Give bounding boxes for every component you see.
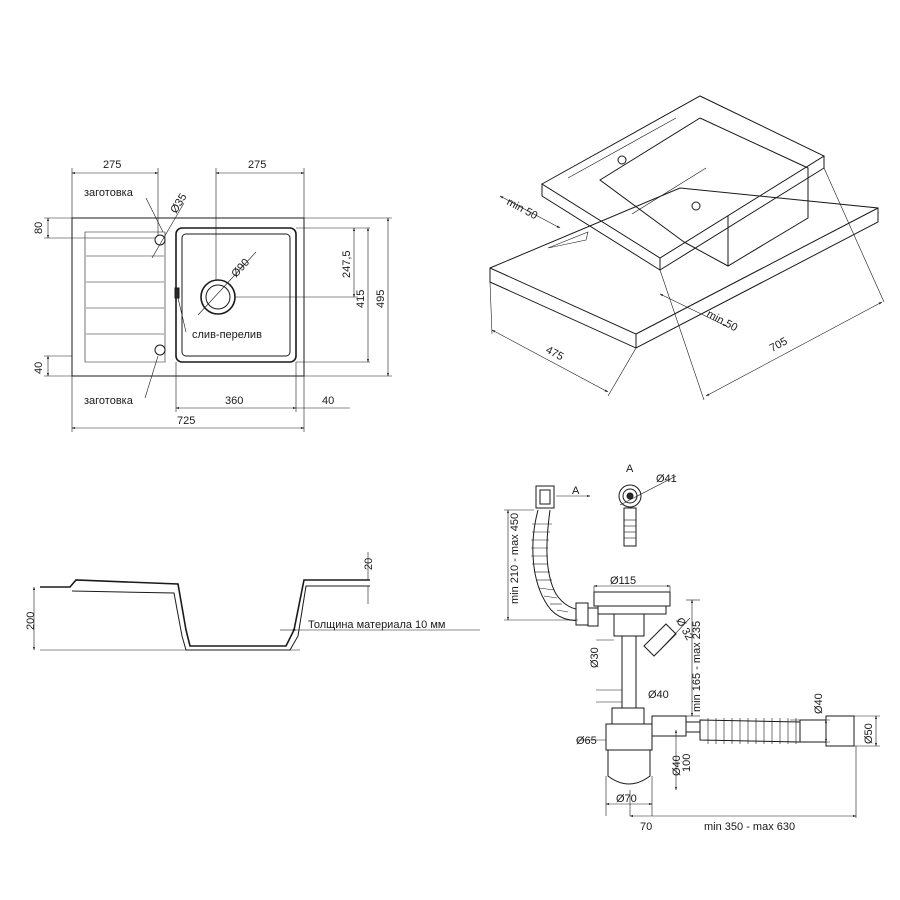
tap-hole-blank-top — [154, 234, 166, 246]
trap-bowl — [607, 749, 651, 785]
iso-view: min 50 min 50 475 705 — [489, 95, 885, 401]
drain-hole-inner — [205, 284, 231, 310]
dim-min50-right: min 50 — [705, 308, 740, 334]
riser-pipe — [621, 635, 637, 709]
section-view: 200 20 Толщина материала 10 мм — [25, 552, 480, 651]
dim-100: 100 — [681, 754, 693, 772]
dim-20: 20 — [363, 558, 375, 570]
label-blank-bottom: заготовка — [84, 395, 134, 407]
dim-40-left: 40 — [33, 362, 45, 374]
detail-a-outer — [618, 484, 642, 508]
overflow-slot — [174, 287, 180, 299]
dim-d41: Ø41 — [656, 473, 677, 485]
section-profile — [40, 579, 370, 647]
top-view: 275 275 725 360 40 80 40 247,5 415 495 з… — [33, 159, 392, 432]
dim-200: 200 — [25, 612, 37, 630]
overflow-connector — [587, 607, 599, 627]
cutout — [547, 231, 589, 249]
dim-d70b: 70 — [640, 821, 652, 833]
bowl-outer — [175, 227, 297, 363]
drainboard-grooves — [86, 255, 164, 335]
detail-a-stem — [623, 507, 637, 547]
bowl-inner — [181, 233, 291, 357]
dim-495: 495 — [375, 290, 387, 308]
dim-d115: Ø115 — [610, 575, 636, 587]
dim-247-5: 247,5 — [341, 250, 353, 278]
dim-40-bottom: 40 — [322, 395, 334, 407]
trap-nut — [611, 707, 645, 725]
dim-d65: Ø65 — [576, 735, 597, 747]
drainboard — [84, 231, 166, 363]
dim-d70a: Ø70 — [616, 793, 637, 805]
dim-80: 80 — [33, 222, 45, 234]
side-branch — [643, 623, 677, 657]
dim-range-hose: min 210 - max 450 — [509, 513, 521, 604]
dim-d40-low: Ø40 — [671, 755, 683, 776]
bowl-walls — [683, 117, 809, 267]
dim-415: 415 — [355, 290, 367, 308]
overflow-head — [535, 485, 555, 509]
dim-d50-out: Ø50 — [863, 723, 875, 744]
dim-d40-out: Ø40 — [813, 693, 825, 714]
dim-d30: Ø30 — [589, 647, 601, 668]
drain-flange — [593, 591, 671, 607]
letter-a-detail: A — [626, 463, 634, 475]
drain-body — [613, 613, 645, 637]
trap-body — [605, 723, 653, 751]
dim-705: 705 — [768, 335, 790, 354]
dim-min50-left: min 50 — [505, 196, 540, 222]
label-blank-top: заготовка — [84, 187, 134, 199]
dim-725: 725 — [177, 415, 195, 427]
dim-d40-mid: Ø40 — [648, 689, 669, 701]
label-overflow: слив-перелив — [192, 329, 262, 341]
outlet-adapter — [799, 719, 827, 743]
dim-range-len: min 350 - max 630 — [704, 821, 795, 833]
dim-275-right: 275 — [248, 159, 266, 171]
letter-a-top: A — [572, 485, 580, 497]
label-d35: Ø35 — [168, 192, 189, 216]
dim-275-left: 275 — [103, 159, 121, 171]
outlet-hose — [699, 719, 801, 743]
label-thickness: Толщина материала 10 мм — [308, 619, 445, 631]
countertop — [489, 187, 879, 349]
dim-range-height: min 165 - max 235 — [691, 621, 703, 712]
siphon-view: A A Ø41 Ø115 Ø30 Ø40 Ø65 Ø40 100 Ø70 70 … — [504, 463, 880, 833]
dim-360: 360 — [225, 395, 243, 407]
sink-rim-face — [541, 184, 661, 271]
dim-475: 475 — [544, 344, 566, 363]
tap-hole-blank-bottom — [154, 344, 166, 356]
